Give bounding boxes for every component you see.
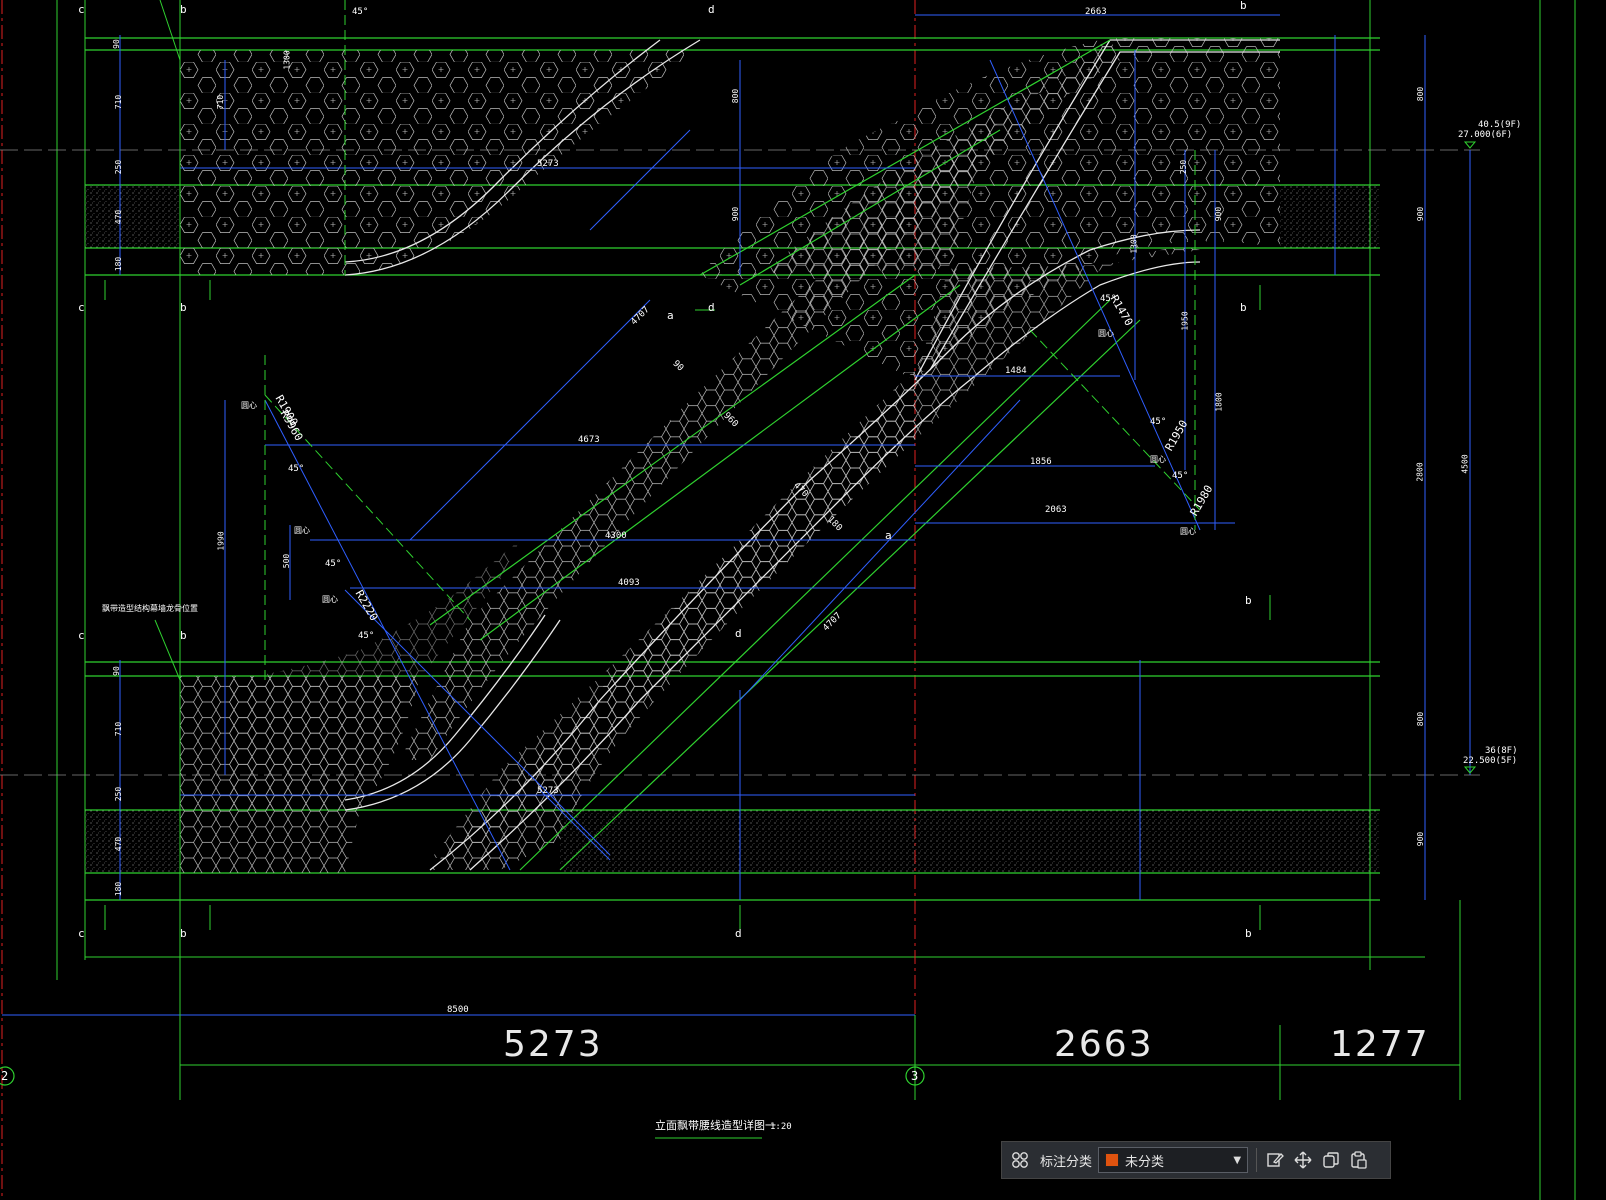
- overall-dim-1: 5273: [503, 1024, 603, 1065]
- section-letter-a: a: [885, 529, 892, 542]
- section-letter-b: b: [1245, 594, 1252, 607]
- center-label-3: 圆心: [322, 595, 338, 604]
- structure-note: 飘带造型结构幕墙龙骨位置: [102, 604, 198, 613]
- hdim-2: 4673: [578, 435, 600, 445]
- section-letter-b: b: [180, 301, 187, 314]
- axis-marker-3: [905, 1066, 925, 1086]
- section-letter-d: d: [735, 627, 742, 640]
- angle-label-4: 45°: [1100, 294, 1117, 304]
- hdim-5: 5273: [537, 786, 559, 796]
- center-label-5: 圆心: [1150, 455, 1166, 464]
- angle-label-6: 45°: [1172, 471, 1189, 481]
- idim-7: 1950: [1180, 311, 1190, 331]
- section-letter-d: d: [735, 927, 742, 940]
- angle-label-1: 45°: [288, 464, 305, 474]
- section-letter-c: c: [78, 927, 85, 940]
- drawing-title: 立面飘带腰线造型详图一: [655, 1119, 776, 1132]
- section-letter-b: b: [1240, 301, 1247, 314]
- section-letter-b: b: [1245, 927, 1252, 940]
- dimension-lines: [2, 14, 1471, 1016]
- section-letter-b: b: [1240, 0, 1247, 12]
- annotation-category-select[interactable]: 未分类 ▼: [1098, 1147, 1249, 1173]
- idim-1: 1300: [282, 50, 292, 70]
- section-letter-c: c: [78, 3, 85, 16]
- annotation-category-label: 标注分类: [1040, 1154, 1093, 1170]
- section-letter-b: b: [180, 629, 187, 642]
- category-color-swatch: [1105, 1153, 1120, 1167]
- elevation-upper-1: 40.5(9F): [1478, 120, 1522, 130]
- section-letter-b: b: [180, 3, 187, 16]
- ldim-l-1: 90: [111, 666, 121, 676]
- section-letter-b: b: [180, 927, 187, 940]
- angle-label-3: 45°: [358, 631, 375, 641]
- ldim-l-5: 180: [114, 881, 124, 897]
- hdim-4: 4093: [618, 578, 640, 588]
- idim-6: 500: [282, 553, 292, 569]
- edit-icon[interactable]: [1261, 1146, 1289, 1174]
- section-letter-c: c: [78, 629, 85, 642]
- section-letter-d: d: [708, 3, 715, 16]
- copy-icon[interactable]: [1317, 1146, 1345, 1174]
- axis-label-2: 2: [1, 1069, 9, 1083]
- center-label-6: 圆心: [1180, 527, 1196, 536]
- section-letter-c: c: [78, 301, 85, 314]
- hdim-1: 5273: [537, 159, 559, 169]
- axis-label-3: 3: [911, 1069, 919, 1083]
- center-label-1: 圆心: [241, 401, 257, 410]
- idim-9: 1300: [1129, 234, 1139, 254]
- hdim-6: 1484: [1005, 366, 1027, 376]
- section-letter-d: d: [708, 301, 715, 314]
- rdim-3: 2800: [1415, 462, 1425, 482]
- idim-10: 250: [1179, 159, 1189, 175]
- idim-11: 900: [1214, 206, 1224, 222]
- chevron-down-icon: ▼: [1233, 1154, 1242, 1166]
- frame-lines: [56, 0, 1576, 1200]
- ldim-u-2: 710: [114, 94, 124, 110]
- rdim-4: 800: [1416, 711, 1426, 727]
- angle-label-5: 45°: [1150, 417, 1167, 427]
- rdim-2: 900: [1416, 206, 1426, 222]
- overall-dim-2: 2663: [1054, 1024, 1154, 1065]
- angle-label-2: 45°: [325, 559, 342, 569]
- hdim-8: 2063: [1045, 505, 1067, 515]
- ldim-l-3: 250: [114, 786, 124, 802]
- bottom-dim: 8500: [447, 1005, 469, 1015]
- idim-8: 1800: [1214, 392, 1224, 412]
- rdim-6: 4500: [1460, 454, 1470, 474]
- center-label-4: 圆心: [1098, 329, 1114, 338]
- idim-2: 710: [216, 94, 226, 110]
- move-icon[interactable]: [1289, 1146, 1317, 1174]
- ldim-u-3: 250: [114, 159, 124, 175]
- idim-4: 900: [731, 206, 741, 222]
- ldim-l-2: 710: [114, 721, 124, 737]
- rdim-1: 800: [1416, 86, 1426, 102]
- grid-icon[interactable]: [1006, 1146, 1034, 1174]
- top-dim: 2663: [1085, 7, 1107, 17]
- hdim-7: 1856: [1030, 457, 1052, 467]
- ldim-u-1: 90: [111, 39, 121, 49]
- toolbar-divider: [1256, 1148, 1258, 1172]
- elevation-lower-2: 22.500(5F): [1463, 756, 1518, 766]
- elevation-upper-2: 27.000(6F): [1458, 130, 1513, 140]
- ldim-u-5: 180: [114, 256, 124, 272]
- axis-marker-2: [0, 1066, 15, 1086]
- ldim-u-4: 470: [114, 209, 124, 225]
- category-select-value: 未分类: [1125, 1154, 1165, 1170]
- annotation-toolbar: 标注分类 未分类 ▼: [1001, 1141, 1391, 1179]
- idim-3: 800: [731, 88, 741, 104]
- section-letter-a: a: [667, 309, 674, 322]
- ldim-l-4: 470: [114, 836, 124, 852]
- center-label-2: 圆心: [294, 526, 310, 535]
- elevation-lower-1: 36(8F): [1485, 746, 1518, 756]
- idim-5: 1990: [216, 531, 226, 551]
- overall-dim-3: 1277: [1330, 1024, 1430, 1065]
- angle-label-7: 45°: [352, 7, 369, 17]
- rdim-5: 900: [1416, 831, 1426, 847]
- hdim-3: 4300: [605, 531, 627, 541]
- drawing-scale: 1:20: [770, 1122, 792, 1132]
- paste-icon[interactable]: [1345, 1146, 1373, 1174]
- ribbon-curves: [344, 39, 1280, 871]
